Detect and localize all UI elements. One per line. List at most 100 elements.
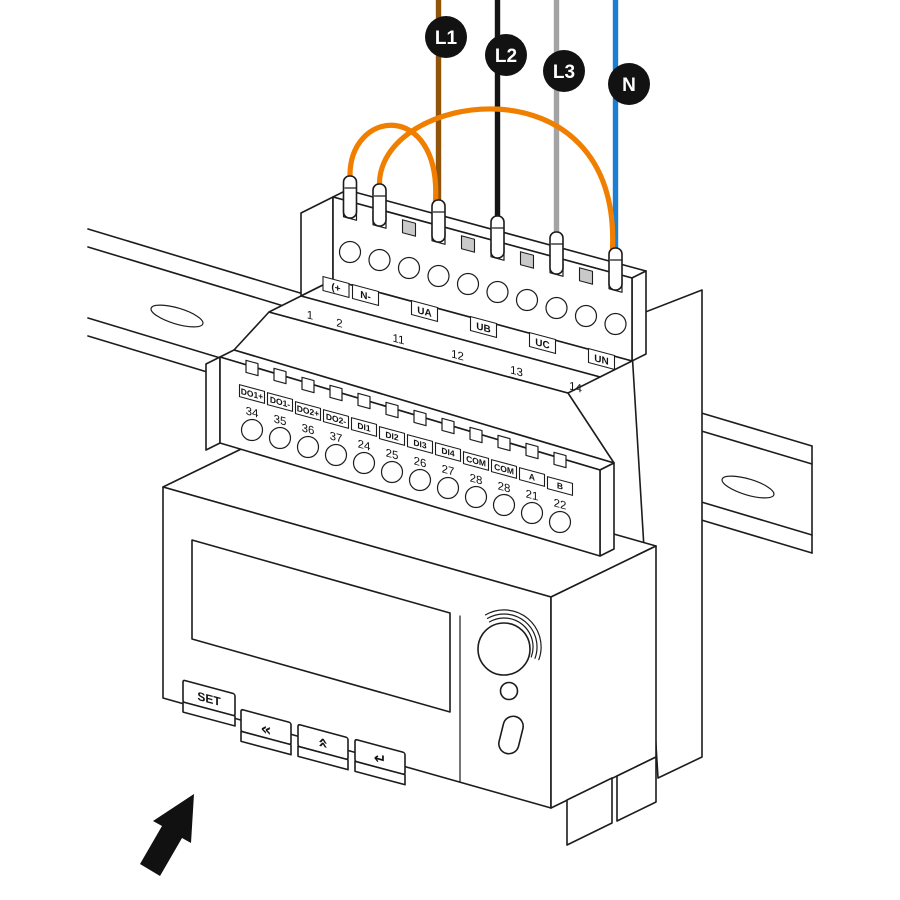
power-terminal-plate: (+ [322,275,350,299]
phase-badge-l2-label: L2 [495,46,517,67]
mount-direction-arrow-icon [140,794,194,876]
io-terminal-number: 22 [554,496,567,512]
rail-clip-tab [616,756,657,822]
screw-terminal [486,280,509,304]
ferrule [372,183,387,227]
clamp-slot [413,409,427,427]
block-right-end [631,270,647,362]
phase-badge-l2 [485,34,527,76]
screw-terminal [408,468,432,492]
key-front [354,760,406,786]
power-terminal-label: (+ [331,282,340,295]
rail-edge [697,518,813,554]
phase-badges: L1 L2 L3 N [425,16,650,105]
io-terminal-plate: COM [462,450,490,472]
set-button: SET [182,679,236,727]
io-terminal-label: DI2 [385,429,398,442]
knob-knurl [486,613,538,659]
phase-badge-l3-label: L3 [553,62,575,83]
power-terminal-label: UA [417,305,432,320]
enter-button: ↵ [354,738,406,786]
io-terminal-plate: DO1- [266,391,294,413]
rail-edge [697,500,813,536]
io-terminal-plate: DO2+ [294,400,322,422]
clamp-slot [329,384,343,402]
clamp-slot [578,267,594,285]
indicator-led [499,681,519,701]
ferrule [431,199,446,243]
io-terminal-label: A [529,471,536,483]
jumper-wire-aux-plus [347,122,439,204]
screw-terminal [456,272,480,296]
clamp-slot [273,367,287,385]
power-terminal-plate: UA [410,299,439,323]
key-front [297,745,349,771]
back-button: « [240,708,292,756]
screw-terminal [520,501,544,525]
screw-terminal [574,304,598,328]
io-terminal-number: 35 [274,412,287,428]
rail-edge [87,228,321,300]
screw-terminal [324,443,348,467]
io-terminal-number: 34 [246,404,259,420]
screw-terminal [427,264,450,288]
knob-knurl [484,609,542,661]
clamp-slot [469,426,483,444]
enter-icon: ↵ [374,749,387,770]
io-terminal-plate: B [546,475,574,497]
up-button: « [297,723,349,771]
clamp-slot [441,417,455,435]
io-terminal-number: 26 [414,454,427,470]
rail-edge [697,411,813,447]
rail-slot [150,304,204,328]
lcd-display [191,539,451,713]
screw-terminal [380,460,404,484]
phase-badge-l1 [425,16,467,58]
jumper-wire-aux-neutral [376,106,616,252]
screw-terminal [604,312,627,336]
io-terminal-number: 25 [386,446,399,462]
screw-terminal [268,426,292,450]
power-terminal-plate: N- [351,283,380,307]
screw-terminal [464,485,488,509]
up-icon: « [313,735,333,751]
screw-terminal [492,493,516,517]
power-terminal-label: UC [535,337,550,352]
ferrule [608,247,623,291]
io-terminal-number: 21 [526,487,539,503]
screw-terminal [240,418,264,442]
clamp-slot [245,359,259,377]
io-terminal-plate: DO1+ [238,383,266,405]
clamp-slot [385,401,399,419]
io-terminal-number: 36 [302,421,315,437]
number-band [268,295,601,394]
key-front [240,730,292,756]
screw-terminal [548,510,572,534]
screw-terminal [338,240,362,264]
ir-port [498,715,524,755]
screw-terminal [436,476,460,500]
io-terminal-plate: COM [490,458,518,480]
phase-badge-n [608,63,650,105]
block-left-end [205,356,221,451]
io-terminal-number: 24 [358,437,371,453]
power-terminal-plate: UB [469,315,498,339]
ferrule [490,215,505,259]
io-terminal-number: 28 [470,471,483,487]
ferrule [549,231,564,275]
clamp-slot [497,434,511,452]
power-terminal-number: 11 [393,332,405,348]
clamp-slot [460,235,476,253]
clamp-slot [301,376,315,394]
io-terminal-number: 28 [498,479,511,495]
power-terminal-number: 12 [451,347,464,363]
power-terminal-number: 13 [510,363,523,379]
io-terminal-plate: DI3 [406,433,434,455]
io-terminal-label: DI3 [413,437,426,450]
io-terminal-plate: DI4 [434,441,462,463]
screw-terminal [515,288,539,312]
knob-knurl [488,617,534,658]
power-terminal-plate: UN [587,347,616,371]
io-terminal-plate: DI1 [350,416,378,438]
